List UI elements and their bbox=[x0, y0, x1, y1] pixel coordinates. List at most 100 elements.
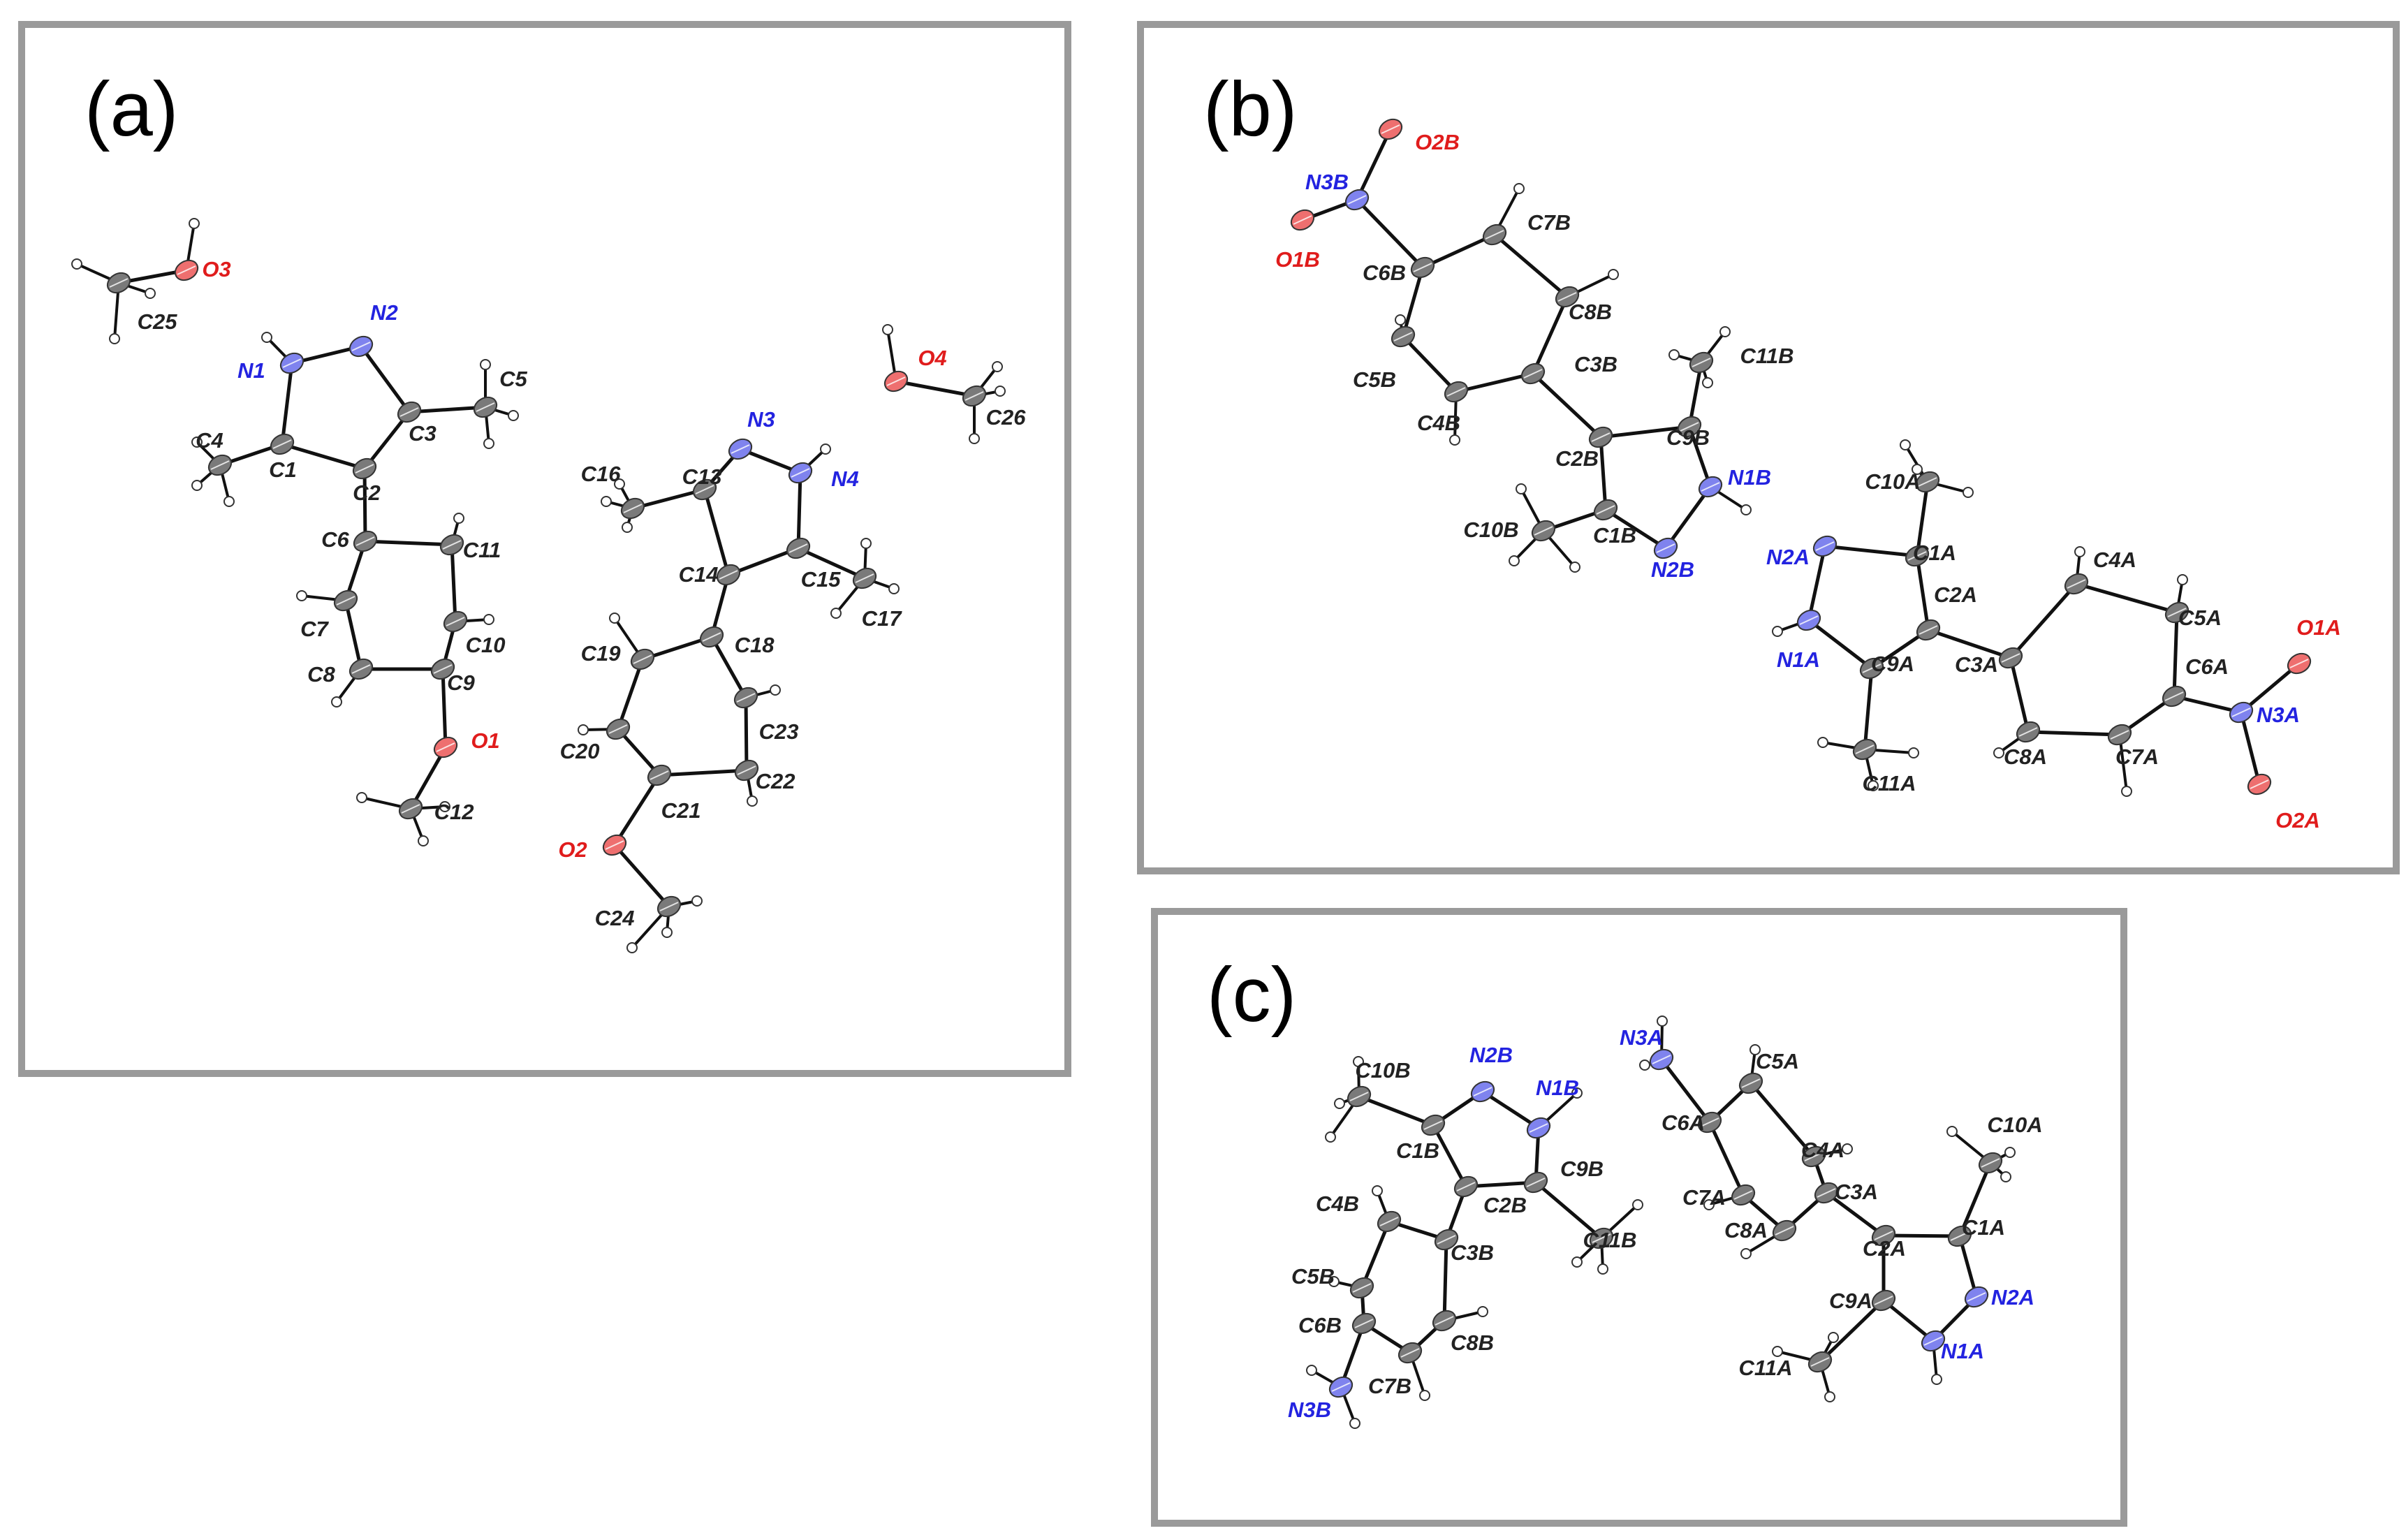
atom-octant-line bbox=[1354, 1319, 1374, 1328]
bond-n2a-c1a bbox=[1823, 544, 1919, 558]
atom-c5a bbox=[2164, 601, 2189, 624]
atom-octant-line bbox=[351, 342, 371, 351]
hydrogen-atom bbox=[691, 895, 703, 907]
hydrogen-atom bbox=[622, 522, 633, 533]
hydrogen-atom bbox=[1908, 747, 1919, 758]
atom-octant-line bbox=[1799, 615, 1819, 625]
hydrogen-atom bbox=[191, 480, 203, 491]
atom-label-c12: C12 bbox=[434, 800, 474, 824]
hydrogen-atom bbox=[331, 696, 342, 707]
atom-label-c6: C6 bbox=[321, 527, 349, 552]
atom-octant-line bbox=[1907, 551, 1927, 561]
atom-c6a bbox=[1697, 1111, 1722, 1134]
hydrogen-atom bbox=[1772, 626, 1783, 637]
atom-c5b bbox=[1349, 1277, 1374, 1299]
atom-octant-line bbox=[633, 654, 652, 664]
hydrogen-atom bbox=[1395, 314, 1406, 325]
atom-label-o2a: O2A bbox=[2275, 808, 2320, 833]
hydrogen-atom bbox=[820, 443, 831, 455]
atom-octant-line bbox=[1526, 1178, 1546, 1187]
bond-c8a-c3a bbox=[2009, 656, 2030, 734]
bond-c10b-c1b bbox=[1357, 1094, 1435, 1127]
bond-c21-c22 bbox=[657, 768, 749, 777]
atom-label-c3b: C3B bbox=[1451, 1240, 1494, 1265]
atom-label-c2a: C2A bbox=[1863, 1236, 1906, 1261]
atom-label-o1a: O1A bbox=[2296, 615, 2341, 640]
atom-label-c10a: C10A bbox=[1987, 1113, 2042, 1137]
bond-o1-c12 bbox=[409, 745, 448, 811]
atom-c13 bbox=[692, 478, 717, 501]
atom-octant-line bbox=[2110, 730, 2129, 740]
hydrogen-atom bbox=[1912, 464, 1923, 475]
atom-octant-line bbox=[1423, 1120, 1443, 1130]
atom-c11b bbox=[1689, 351, 1714, 374]
bond-c21-o2 bbox=[612, 773, 661, 847]
atom-c2 bbox=[352, 457, 377, 480]
atom-c17 bbox=[852, 567, 877, 589]
bond-c8b-c3b bbox=[1442, 1238, 1448, 1323]
atom-label-c4: C4 bbox=[196, 428, 223, 453]
atom-octant-line bbox=[1446, 387, 1466, 397]
bond-n3a-o1a bbox=[2239, 661, 2301, 714]
atom-octant-line bbox=[1485, 230, 1504, 240]
atom-label-c10: C10 bbox=[466, 633, 506, 657]
atom-label-c24: C24 bbox=[595, 906, 635, 930]
bond-c11-c6 bbox=[363, 539, 454, 547]
atom-n1 bbox=[279, 352, 305, 374]
atom-label-c3: C3 bbox=[409, 421, 437, 446]
bond-c7-c8 bbox=[344, 599, 363, 671]
atom-octant-line bbox=[272, 439, 292, 449]
atom-octant-line bbox=[605, 840, 624, 850]
hydrogen-atom bbox=[1608, 269, 1619, 280]
bond-c1-n1 bbox=[280, 361, 294, 446]
hydrogen-atom bbox=[2004, 1147, 2016, 1158]
hydrogen-atom bbox=[1828, 1332, 1839, 1343]
atom-label-c7b: C7B bbox=[1368, 1374, 1411, 1398]
atom-c26 bbox=[962, 385, 987, 407]
atom-octant-line bbox=[2167, 608, 2187, 617]
atom-octant-line bbox=[401, 804, 420, 814]
atom-label-c7a: C7A bbox=[1682, 1185, 1726, 1210]
atom-label-c6b: C6B bbox=[1298, 1313, 1342, 1337]
atom-o2b bbox=[1378, 118, 1403, 140]
atom-octant-line bbox=[1349, 1092, 1369, 1101]
atom-octant-line bbox=[1733, 1190, 1753, 1200]
atom-octant-line bbox=[1855, 745, 1875, 754]
atom-octant-line bbox=[2001, 653, 2020, 663]
atom-c7b bbox=[1482, 223, 1507, 246]
bond-c22-c23 bbox=[744, 696, 749, 772]
hydrogen-atom bbox=[661, 927, 673, 938]
hydrogen-atom bbox=[483, 614, 494, 625]
atom-c2a bbox=[1871, 1224, 1896, 1247]
hydrogen-atom bbox=[1868, 780, 1879, 791]
atom-label-c13: C13 bbox=[682, 464, 722, 489]
atom-label-o2: O2 bbox=[558, 837, 587, 862]
hydrogen-atom bbox=[1571, 1087, 1583, 1099]
atom-c5a bbox=[1738, 1072, 1763, 1094]
hydrogen-atom bbox=[2177, 574, 2188, 585]
panel-a: (a) bbox=[18, 21, 1071, 1077]
atom-label-n3a: N3A bbox=[2257, 703, 2300, 727]
atom-octant-line bbox=[1741, 1078, 1761, 1088]
atom-label-c9b: C9B bbox=[1666, 425, 1710, 450]
atom-label-c21: C21 bbox=[661, 798, 701, 823]
atom-c8a bbox=[2016, 721, 2041, 743]
hydrogen-atom bbox=[860, 538, 872, 549]
atom-label-c7b: C7B bbox=[1527, 210, 1571, 235]
atom-label-c4a: C4A bbox=[1801, 1138, 1844, 1162]
atom-label-c26: C26 bbox=[986, 405, 1027, 430]
bond-c6b-n3b bbox=[1339, 1321, 1366, 1389]
bond-c3a-c2a bbox=[1824, 1191, 1886, 1238]
hydrogen-atom bbox=[1597, 1263, 1608, 1275]
atom-label-c23: C23 bbox=[759, 719, 799, 744]
atom-c8b bbox=[1555, 286, 1580, 308]
hydrogen-atom bbox=[601, 496, 612, 507]
hydrogen-atom bbox=[609, 613, 620, 624]
bond-c2-c1 bbox=[280, 442, 367, 471]
atom-c5 bbox=[473, 396, 498, 418]
atom-label-o1b: O1B bbox=[1275, 247, 1320, 272]
bond-n3-n4 bbox=[738, 447, 802, 475]
atom-c9b bbox=[1523, 1171, 1548, 1194]
atom-c9a bbox=[1871, 1289, 1896, 1312]
atom-label-c6b: C6B bbox=[1363, 261, 1406, 285]
